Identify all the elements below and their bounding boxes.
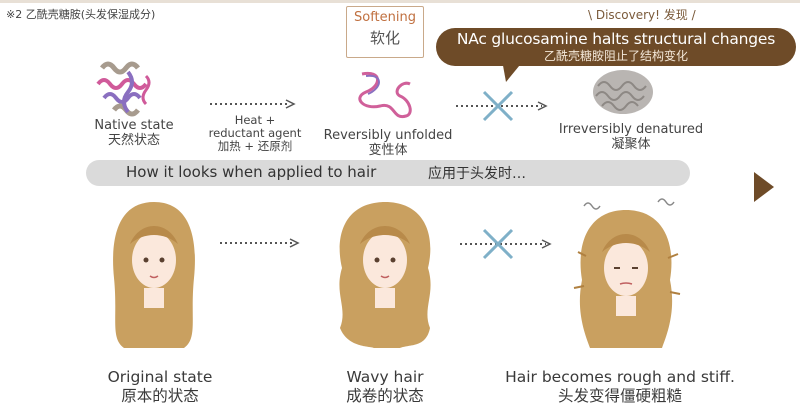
unfolded-label-en: Reversibly unfolded <box>318 128 458 143</box>
banner-zh: 应用于头发时… <box>428 163 526 183</box>
wavy-hair-en: Wavy hair <box>320 368 450 387</box>
arrow-blocked-bottom <box>460 226 556 266</box>
original-state-en: Original state <box>90 368 230 387</box>
callout-en: NAc glucosamine halts structural changes <box>436 30 796 48</box>
banner-en: How it looks when applied to hair <box>126 163 376 181</box>
softening-zh: 软化 <box>347 27 423 48</box>
rough-hair-illustration <box>566 196 686 350</box>
heat-label-zh: 加热 + 还原剂 <box>200 140 310 153</box>
wavy-hair-label: Wavy hair 成卷的状态 <box>320 368 450 406</box>
discovery-label: \ Discovery! 发现 / <box>588 6 696 23</box>
footnote: ※2 乙酰壳糖胺(头发保湿成分) <box>6 6 155 22</box>
native-label: Native state 天然状态 <box>84 118 184 148</box>
arrow-blocked-top <box>456 88 552 128</box>
rough-hair-en: Hair becomes rough and stiff. <box>490 368 750 387</box>
callout-pointer <box>498 60 528 84</box>
native-label-en: Native state <box>84 118 184 133</box>
unfolded-label-zh: 变性体 <box>318 143 458 158</box>
next-arrow-icon[interactable] <box>752 170 776 204</box>
native-label-zh: 天然状态 <box>84 133 184 148</box>
original-hair-illustration <box>104 198 204 350</box>
unfolded-protein-icon <box>352 66 416 126</box>
softening-box: Softening 软化 <box>346 6 424 58</box>
discovery-callout: NAc glucosamine halts structural changes… <box>436 28 796 66</box>
native-protein-icon <box>94 58 162 118</box>
arrow-heat <box>210 98 300 110</box>
softening-en: Softening <box>347 10 423 25</box>
callout-zh: 乙酰壳糖胺阻止了结构变化 <box>436 47 796 64</box>
rough-hair-label: Hair becomes rough and stiff. 头发变得僵硬粗糙 <box>490 368 750 406</box>
top-cutoff-strip <box>0 0 800 3</box>
original-state-label: Original state 原本的状态 <box>90 368 230 406</box>
denatured-aggregate-icon <box>590 66 656 118</box>
original-state-zh: 原本的状态 <box>90 387 230 406</box>
denatured-label-zh: 凝聚体 <box>556 137 706 152</box>
rough-hair-zh: 头发变得僵硬粗糙 <box>490 387 750 406</box>
denatured-label-en: Irreversibly denatured <box>556 122 706 137</box>
denatured-label: Irreversibly denatured 凝聚体 <box>556 122 706 152</box>
heat-label: Heat + reductant agent 加热 + 还原剂 <box>200 114 310 153</box>
wavy-hair-zh: 成卷的状态 <box>320 387 450 406</box>
arrow-bottom <box>220 236 304 250</box>
wavy-hair-illustration <box>330 198 440 350</box>
unfolded-label: Reversibly unfolded 变性体 <box>318 128 458 158</box>
